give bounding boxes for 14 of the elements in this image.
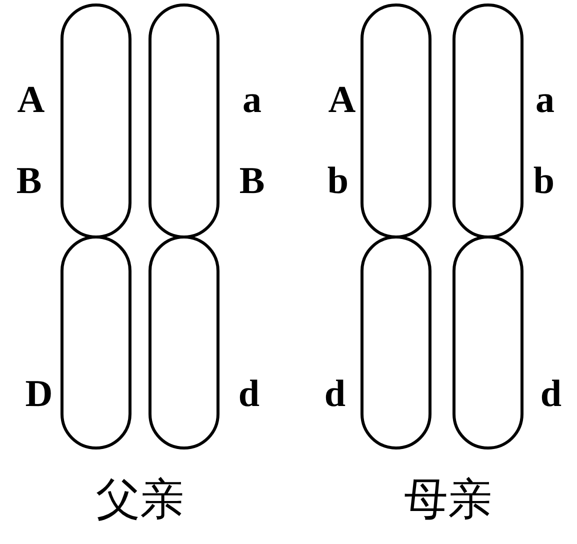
gene-label: d (324, 375, 346, 413)
caption: 父亲 (96, 478, 184, 522)
gene-label: D (25, 375, 53, 413)
gene-label: a (536, 81, 554, 119)
gene-label: b (327, 162, 349, 200)
gene-label: A (328, 81, 356, 119)
gene-label: d (238, 375, 260, 413)
gene-label: A (17, 81, 45, 119)
caption: 母亲 (404, 478, 492, 522)
gene-label: B (16, 162, 42, 200)
gene-label: d (540, 375, 562, 413)
gene-label: a (242, 81, 262, 119)
gene-label: B (239, 162, 265, 200)
gene-label: b (533, 162, 555, 200)
